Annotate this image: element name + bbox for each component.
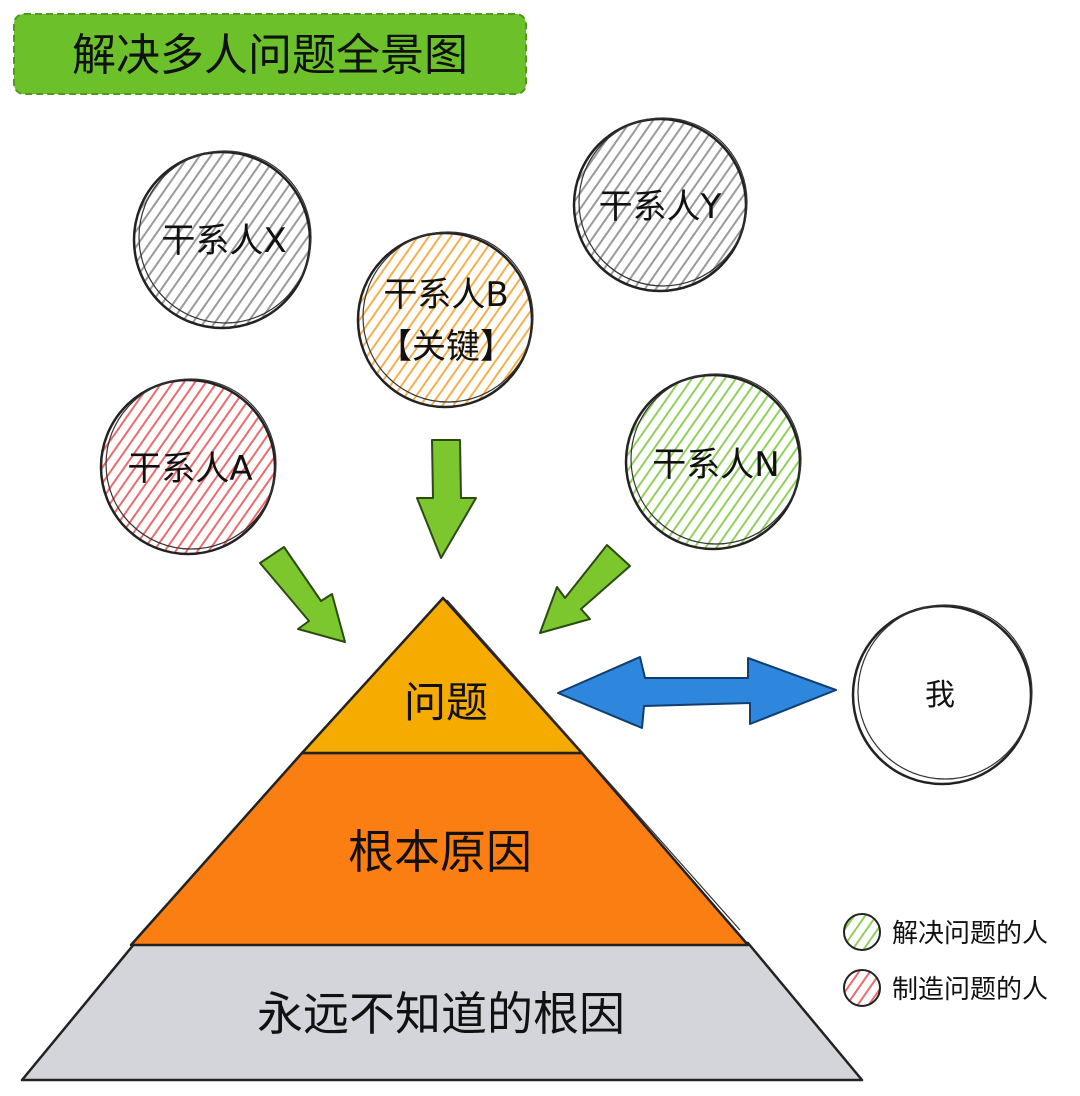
me-circle [851,604,1033,786]
pyramid-sketch-line [446,599,741,931]
pyramid-middle-label: 根本原因 [348,825,532,879]
stakeholder-x: 干系人X [132,150,312,330]
stakeholder-n-circle-sketch [630,373,802,545]
stakeholder-x-circle-sketch [138,150,312,324]
title-background [13,13,527,95]
arrow-from-n [539,544,631,634]
legend-swatch-solvers [843,913,881,951]
arrow-from-a [259,546,346,643]
me-node: 我 [851,604,1033,786]
stakeholder-x-label: 干系人X [161,221,286,261]
stakeholder-b-circle [356,231,534,409]
arrow-from-n-shape [539,544,631,634]
stakeholder-b-tag: 【关键】 [378,327,514,367]
watermark-csdn: CSDN @潜龙在渊... [893,1069,1054,1089]
stakeholder-n: 干系人N [624,373,802,551]
legend-label-solvers: 解决问题的人 [892,919,1048,949]
wechat-icon [870,1033,910,1062]
legend-item-solvers: 解决问题的人 [843,913,1048,951]
arrow-from-b-shape [416,439,477,559]
title-banner: 解决多人问题全景图 [13,13,527,95]
watermark-wechat: 潜龙在渊... [914,1034,1040,1064]
double-arrow [557,656,837,729]
pyramid-top-layer [300,596,584,755]
legend-item-makers: 制造问题的人 [843,969,1048,1007]
legend: 解决问题的人 制造问题的人 [843,913,1048,1007]
me-circle-sketch [857,604,1033,780]
me-label: 我 [925,678,955,713]
double-arrow-shape [557,656,837,729]
legend-label-makers: 制造问题的人 [892,975,1048,1005]
stakeholder-y: 干系人Y [572,117,748,293]
stakeholder-a-label: 干系人A [127,449,252,489]
watermark: 潜龙在渊... CSDN @潜龙在渊... [870,1033,1054,1089]
stakeholder-n-label: 干系人N [652,445,779,485]
stakeholder-b-circle-sketch [362,231,534,403]
arrow-from-a-shape [259,546,346,643]
pyramid-top-label: 问题 [404,678,488,727]
stakeholder-y-circle-sketch [578,117,748,287]
stakeholder-x-circle [132,150,312,330]
stakeholder-b: 干系人B 【关键】 [356,231,534,409]
stakeholder-y-circle [572,117,748,293]
pyramid: 问题 根本原因 永远不知道的根因 [20,596,864,1082]
page-title: 解决多人问题全景图 [72,30,468,81]
stakeholder-y-label: 干系人Y [599,187,722,227]
pyramid-bottom-label: 永远不知道的根因 [257,987,625,1041]
legend-swatch-makers [843,969,881,1007]
arrow-from-b [416,439,477,559]
stakeholder-a-circle-sketch [105,378,277,550]
stakeholder-n-circle [624,373,802,551]
stakeholder-a: 干系人A [99,378,277,556]
stakeholder-b-label: 干系人B [383,275,508,315]
stakeholder-a-circle [99,378,277,556]
